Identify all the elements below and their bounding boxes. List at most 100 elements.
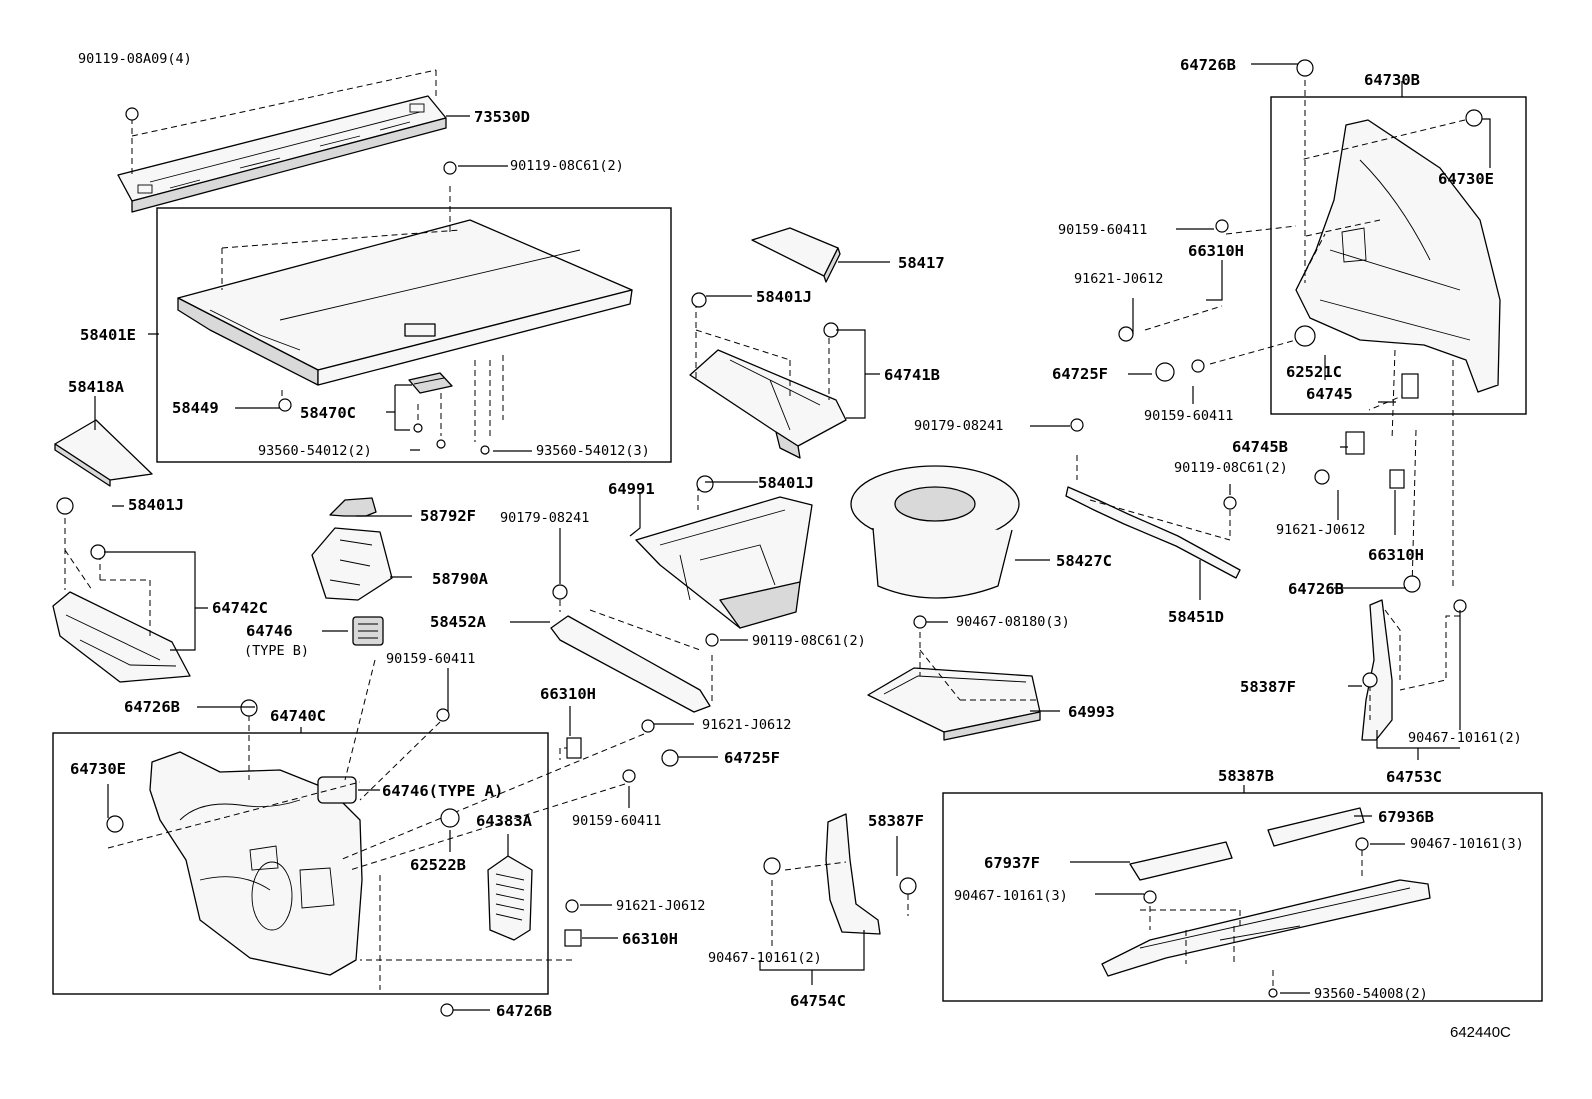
plate-67937f — [1129, 841, 1233, 881]
label-90119-08a09: 90119-08A09(4) — [78, 51, 192, 67]
label-90119-08c61-right: 90119-08C61(2) — [1174, 460, 1288, 476]
label-64753c: 64753C — [1386, 768, 1442, 786]
label-90179-08241-center: 90179-08241 — [500, 510, 589, 526]
bar-58451d — [1065, 486, 1241, 579]
label-64730e-left: 64730E — [70, 760, 126, 778]
label-64730e-right: 64730E — [1438, 170, 1494, 188]
label-90467-08180: 90467-08180(3) — [956, 614, 1070, 630]
tonneau-cover-58401e — [177, 219, 633, 386]
label-90467-10161-top: 90467-10161(3) — [1410, 836, 1524, 852]
tonneau-cover-group-box — [156, 207, 672, 463]
label-64746-type-a: 64746(TYPE A) — [382, 782, 503, 800]
guide-lines — [64, 69, 1466, 990]
right-trim-group-box — [1270, 96, 1527, 415]
scuff-plate-group-box — [942, 792, 1543, 1002]
leader-lines — [94, 63, 1491, 1011]
label-64730b: 64730B — [1364, 71, 1420, 89]
clip-58792f — [329, 497, 377, 517]
strip-58452a — [550, 615, 711, 713]
label-64746-type-b: 64746 — [246, 622, 293, 640]
label-58449: 58449 — [172, 399, 219, 417]
label-64383a: 64383A — [476, 812, 533, 830]
label-66310h-center: 66310H — [540, 685, 596, 703]
label-58401j-center: 58401J — [758, 474, 814, 492]
diagram-reference-number: 642440C — [1450, 1024, 1511, 1041]
label-90467-10161-center: 90467-10161(2) — [708, 950, 822, 966]
label-58401j-left: 58401J — [128, 496, 184, 514]
label-64745b: 64745B — [1232, 438, 1288, 456]
label-64725f-right: 64725F — [1052, 365, 1108, 383]
pillar-trim-64753c — [1361, 599, 1393, 741]
label-66310h-lower: 66310H — [622, 930, 678, 948]
lid-58417 — [751, 227, 841, 283]
label-64740c: 64740C — [270, 707, 326, 725]
label-58418a: 58418A — [68, 378, 125, 396]
side-trim-64740c — [149, 751, 363, 976]
label-64745: 64745 — [1306, 385, 1353, 403]
label-93560-54008: 93560-54008(2) — [1314, 986, 1428, 1002]
board-58418a — [54, 419, 153, 487]
label-64991: 64991 — [608, 480, 655, 498]
label-66310h-right: 66310H — [1188, 242, 1244, 260]
mat-64993 — [867, 667, 1041, 741]
label-90159-60411-d: 90159-60411 — [572, 813, 661, 829]
label-64726b-top: 64726B — [1180, 56, 1236, 74]
label-64993: 64993 — [1068, 703, 1115, 721]
label-90159-60411-a: 90159-60411 — [1058, 222, 1147, 238]
tray-64741b — [689, 349, 847, 459]
label-64742c: 64742C — [212, 599, 268, 617]
label-62521c: 62521C — [1286, 363, 1342, 381]
spare-tire-cover-58427c — [850, 465, 1020, 599]
trim-64742c — [52, 591, 191, 683]
deck-box-64991 — [635, 496, 813, 629]
label-58790a: 58790A — [432, 570, 489, 588]
label-90179-08241-right: 90179-08241 — [914, 418, 1003, 434]
label-64726b-bottom: 64726B — [496, 1002, 552, 1020]
grille-64383a — [487, 855, 533, 941]
label-93560-54012-2: 93560-54012(2) — [258, 443, 372, 459]
label-62522b: 62522B — [410, 856, 466, 874]
scuff-plate-58387b — [1101, 879, 1431, 977]
label-58452a: 58452A — [430, 613, 487, 631]
label-91621-j0612-b: 91621-J0612 — [1276, 522, 1365, 538]
label-90159-60411-c: 90159-60411 — [386, 651, 475, 667]
label-58451d: 58451D — [1168, 608, 1224, 626]
label-67936b: 67936B — [1378, 808, 1434, 826]
label-58401j-upper: 58401J — [756, 288, 812, 306]
label-93560-54012-3: 93560-54012(3) — [536, 443, 650, 459]
label-67937f: 67937F — [984, 854, 1040, 872]
label-73530d: 73530D — [474, 108, 530, 126]
label-58387f-right: 58387F — [1240, 678, 1296, 696]
label-type-b: (TYPE B) — [244, 643, 309, 659]
label-58401e: 58401E — [80, 326, 136, 344]
label-91621-j0612-a: 91621-J0612 — [1074, 271, 1163, 287]
label-90467-10161-left: 90467-10161(3) — [954, 888, 1068, 904]
label-58427c: 58427C — [1056, 552, 1112, 570]
label-64725f-center: 64725F — [724, 749, 780, 767]
label-91621-j0612-c: 91621-J0612 — [702, 717, 791, 733]
holder-58790a — [311, 527, 393, 601]
side-trim-64730b — [1295, 119, 1501, 393]
label-58470c: 58470C — [300, 404, 356, 422]
label-64754c: 64754C — [790, 992, 846, 1010]
label-58387b: 58387B — [1218, 767, 1274, 785]
handle-58470c — [408, 372, 453, 394]
label-91621-j0612-d: 91621-J0612 — [616, 898, 705, 914]
vent-64746-type-a — [317, 776, 357, 804]
label-58792f: 58792F — [420, 507, 476, 525]
label-66310h-right-lower: 66310H — [1368, 546, 1424, 564]
label-64741b: 64741B — [884, 366, 940, 384]
label-90467-10161-right: 90467-10161(2) — [1408, 730, 1522, 746]
rail-73530d — [117, 95, 447, 213]
label-64726b-left: 64726B — [124, 698, 180, 716]
pillar-trim-64754c — [825, 813, 881, 935]
label-90119-08c61-center: 90119-08C61(2) — [752, 633, 866, 649]
label-90119-08c61-top: 90119-08C61(2) — [510, 158, 624, 174]
label-58387f-center: 58387F — [868, 812, 924, 830]
fasteners — [56, 59, 1483, 1017]
label-64726b-right: 64726B — [1288, 580, 1344, 598]
label-90159-60411-b: 90159-60411 — [1144, 408, 1233, 424]
plate-67936b — [1267, 807, 1365, 847]
label-58417: 58417 — [898, 254, 945, 272]
